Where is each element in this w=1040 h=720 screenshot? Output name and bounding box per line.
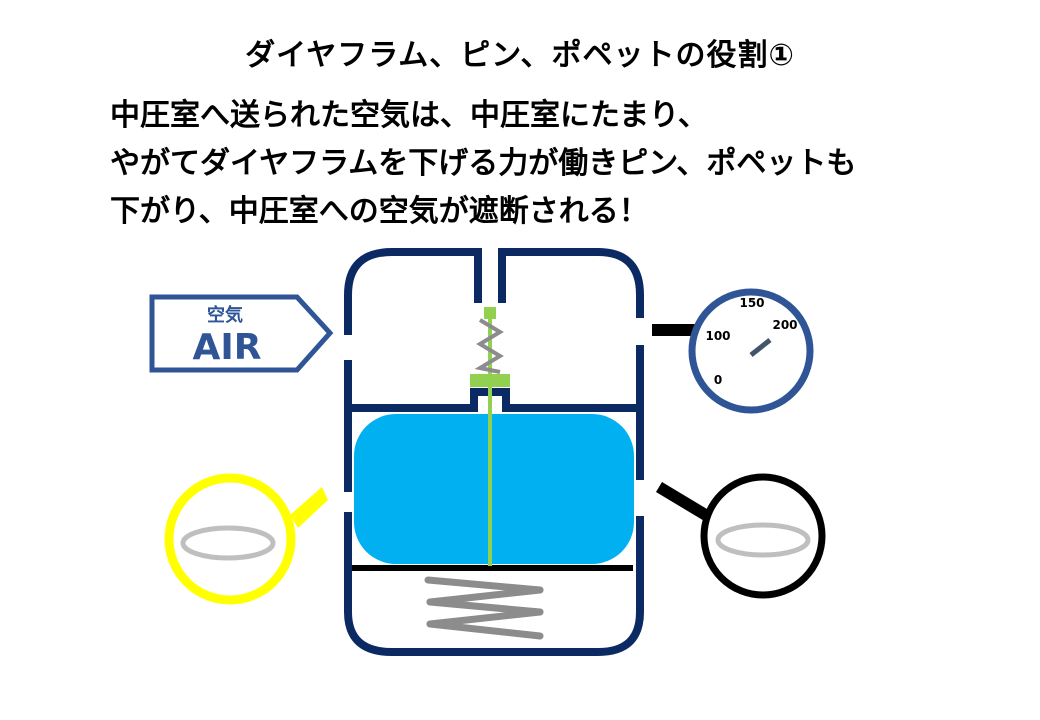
page-title: ダイヤフラム、ピン、ポペットの役割①: [245, 38, 795, 73]
diaphragm: [354, 414, 634, 564]
air-sign-arrow: [149, 294, 334, 373]
description-line-2: やがてダイヤフラムを下げる力が働きピン、ポペットも: [110, 146, 857, 181]
left-magnifier-handle: [290, 487, 328, 528]
housing-partition: [348, 388, 640, 412]
description-line-1: 中圧室へ送られた空気は、中圧室にたまり、: [110, 98, 708, 133]
pin-cap: [484, 307, 496, 319]
gauge-label-200: 200: [772, 318, 797, 332]
right-oring: [715, 522, 811, 558]
housing-top-left: [344, 248, 482, 335]
poppet-spring: [474, 318, 504, 374]
right-magnifier-handle: [656, 482, 712, 522]
gauge-label-150: 150: [739, 296, 764, 310]
right-magnifier-lens: [700, 473, 826, 599]
right-magnifier: [656, 473, 826, 599]
left-magnifier: [164, 473, 328, 605]
left-oring: [180, 525, 276, 561]
left-magnifier-lens: [164, 473, 296, 605]
gauge-label-0: 0: [714, 373, 722, 387]
housing-bottom: [344, 512, 644, 656]
description-line-3: 下がり、中圧室への空気が遮断される！: [110, 194, 649, 229]
gauge-needle: [749, 338, 772, 357]
gauge-label-100: 100: [705, 329, 730, 343]
gauge-ring: [688, 288, 814, 414]
housing-top-right: [498, 248, 644, 318]
air-inlet-sign: 空気 AIR: [149, 294, 334, 373]
pressure-gauge: 0 100 150 200: [688, 288, 814, 414]
description: 中圧室へ送られた空気は、中圧室にたまり、 やがてダイヤフラムを下げる力が働きピン…: [110, 92, 856, 236]
air-sign-big-label: AIR: [193, 327, 262, 368]
poppet: [470, 374, 510, 387]
air-sign-small-label: 空気: [207, 304, 243, 326]
gauge-port: [652, 324, 697, 336]
main-spring: [424, 576, 544, 640]
